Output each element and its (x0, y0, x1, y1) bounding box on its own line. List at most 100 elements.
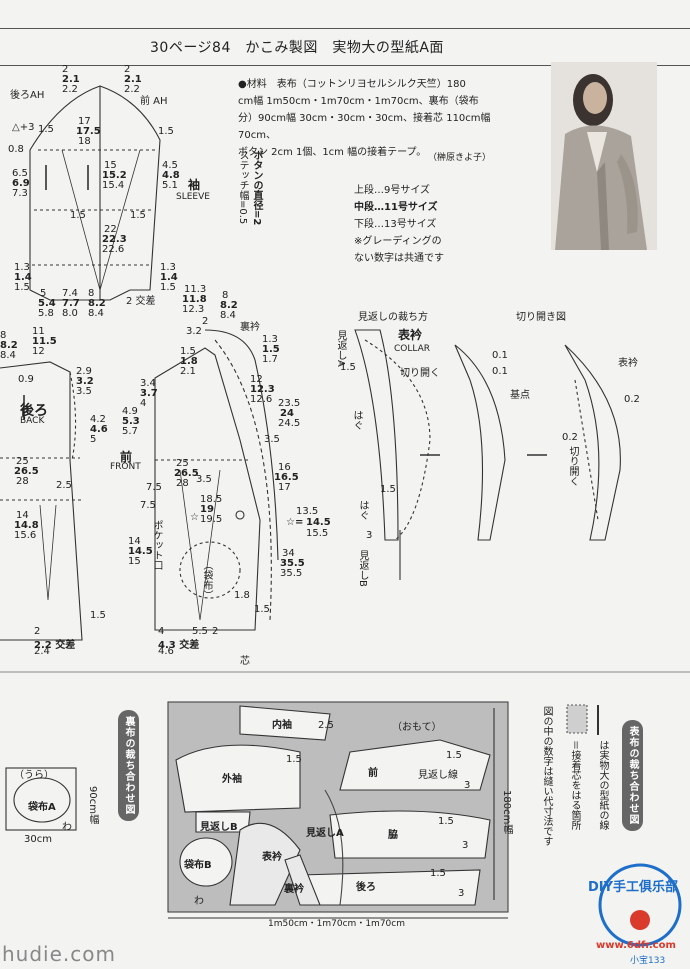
dim: 0.1 (492, 366, 508, 377)
dim: 8 (88, 288, 95, 299)
interfacing-label: 芯 (240, 656, 250, 667)
materials-line: 分）90cm幅 30cm・30cm・30cm、接着芯 110cm幅 70cm、 (238, 113, 491, 141)
dim: 4.2 (90, 414, 106, 425)
front-collar-label: 裏衿 (240, 322, 260, 333)
dim: 1.5 (38, 124, 54, 135)
dim: 1.8 (234, 590, 250, 601)
dim: 2.4 (34, 646, 50, 657)
join-label: はぐ (351, 410, 362, 430)
page-header: 30ページ84 かこみ製図 実物大の型紙A面 (0, 28, 690, 66)
fabric-layout-badge: 表布の裁ち合わせ図 (622, 720, 643, 831)
watermark: hudie.com (2, 942, 116, 966)
dim: 12.3 (250, 384, 275, 395)
piece-top-collar: 表衿 (262, 852, 282, 863)
dim: 7.3 (12, 188, 28, 199)
designer-credit: （榊原きよ子） (428, 153, 492, 163)
materials-line: ●材料 表布（コットンリヨセルシルク天竺）180 (238, 79, 466, 90)
dim: 18 (78, 136, 91, 147)
dim: 11 (32, 326, 45, 337)
dim: 2.5 (318, 720, 334, 731)
dim: 2 (212, 626, 219, 637)
facing-line-label: 見返し線 (418, 770, 458, 781)
front-label-en: FRONT (110, 462, 141, 472)
dim: 12.3 (182, 304, 205, 315)
dim: 3 (458, 888, 465, 899)
pattern-line-note: は実物大の型紙の線 (597, 740, 608, 830)
dim: 1.5 (160, 282, 176, 293)
materials-block: ●材料 表布（コットンリヨセルシルク天竺）180 cm幅 1m50cm・1m70… (238, 76, 500, 161)
fold-label: わ (62, 822, 72, 833)
dim: 4.8 (162, 170, 180, 181)
dim: 11.3 (184, 284, 207, 295)
dim: 8.4 (88, 308, 104, 319)
dim: 16.5 (274, 472, 299, 483)
dim: 2.1 (62, 74, 80, 85)
dim: 1.5 (254, 604, 270, 615)
dim: 0.9 (18, 374, 34, 385)
dim: 28 (176, 478, 189, 489)
dim: 15.5 (306, 528, 329, 539)
dim: 0.2 (624, 394, 640, 405)
dim: 2.1 (180, 366, 196, 377)
bag-a-label: 袋布A (28, 802, 56, 813)
dim: 3 (366, 530, 373, 541)
dim: 5 (90, 434, 97, 445)
dim: 7.4 (62, 288, 78, 299)
dim: 1.5 (446, 750, 462, 761)
dim: 8.4 (220, 310, 236, 321)
ura-label: （うら） (14, 770, 54, 781)
dim: 0.1 (492, 350, 508, 361)
dim: 3.7 (140, 388, 158, 399)
seam-allowance-note: 図の中の数字は縫い代寸法です (541, 706, 552, 846)
facing-title: 見返しの裁ち方 (358, 312, 428, 323)
dim: 1.7 (262, 354, 278, 365)
dim: 15 (104, 160, 117, 171)
sleeve-crossing: 2 交差 (126, 296, 156, 307)
dim: 1.5 (286, 754, 302, 765)
dim: 7.5 (140, 500, 156, 511)
front-star: ☆ (190, 512, 199, 523)
dim: 3.5 (76, 386, 92, 397)
dim: 1.8 (180, 356, 198, 367)
piece-under-collar: 裏衿 (284, 884, 304, 895)
dim: 18.5 (200, 494, 223, 505)
piece-outer-sleeve: 外袖 (222, 774, 242, 785)
dim: 1.5 (70, 210, 86, 221)
dim: 5.1 (162, 180, 178, 191)
dim: 6.9 (12, 178, 30, 189)
lining-layout-badge: 裏布の裁ち合わせ図 (118, 710, 139, 821)
dim: 11.5 (32, 336, 57, 347)
dim: 4 (140, 398, 147, 409)
dim: 34 (282, 548, 295, 559)
dim: 3.5 (264, 434, 280, 445)
dim: 17 (278, 482, 291, 493)
slash-title: 切り開き図 (516, 312, 566, 323)
piece-front: 前 (368, 768, 378, 779)
sleeve-delta: △+3 (12, 122, 35, 133)
dim: 12.6 (250, 394, 273, 405)
dim: 14 (16, 510, 29, 521)
dim: 35.5 (280, 558, 305, 569)
fabric-length: 1m50cm・1m70cm・1m70cm (268, 919, 405, 929)
piece-bag-b: 袋布B (184, 860, 212, 871)
dim: 19.5 (200, 514, 223, 525)
dim: 5.7 (122, 426, 138, 437)
dim: 2.2 (62, 84, 78, 95)
dim: 15.4 (102, 180, 125, 191)
dim: 5.4 (38, 298, 56, 309)
club-logo (598, 863, 682, 947)
collar-label: 表衿 (398, 328, 423, 342)
dim: 15.6 (14, 530, 37, 541)
dim: 2 (62, 64, 69, 75)
sleeve-back-ah: 後ろAH (10, 90, 45, 101)
dim: 14.5 (306, 517, 331, 528)
bag-label: （袋布） (201, 560, 212, 600)
cut-open-label: 切り開く (400, 368, 440, 379)
dim: 1.5 (180, 346, 196, 357)
dim: 14.8 (14, 520, 39, 531)
dim: 8 (0, 330, 7, 341)
dim: 17.5 (76, 126, 101, 137)
dim: 5.8 (38, 308, 54, 319)
join-label: はぐ (357, 500, 368, 520)
